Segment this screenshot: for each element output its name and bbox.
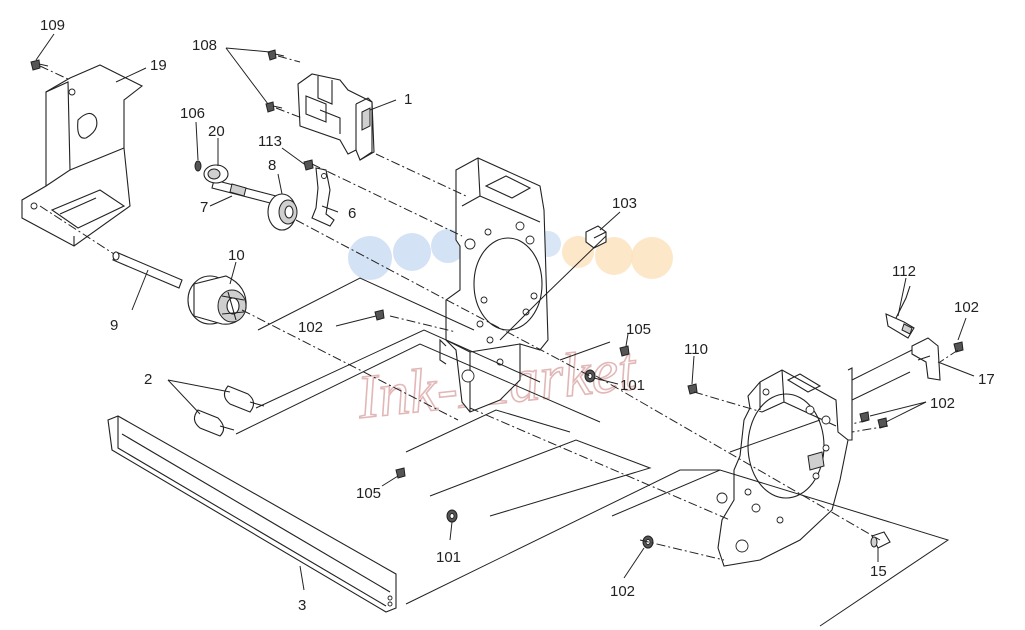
part-103-connector <box>585 225 607 249</box>
pin-15 <box>870 531 891 549</box>
callout-8: 8 <box>268 157 276 174</box>
callout-109: 109 <box>40 17 65 34</box>
screw-108-bottom <box>265 101 283 113</box>
callout-113: 113 <box>258 133 282 150</box>
callout-10: 10 <box>228 247 245 264</box>
screw-102-c <box>859 411 888 429</box>
callout-102-c: 102 <box>930 395 955 412</box>
callout-106: 106 <box>180 105 205 122</box>
callout-105-a: 105 <box>626 321 651 338</box>
nut-101-b <box>446 509 458 523</box>
part-2-rollers <box>193 385 265 437</box>
callout-101-a: 101 <box>620 377 645 394</box>
callout-108: 108 <box>192 37 217 54</box>
callout-101-b: 101 <box>436 549 461 566</box>
part-19-bracket <box>21 64 144 247</box>
part-112-sensor-cable <box>885 285 915 339</box>
screw-109 <box>30 59 49 71</box>
nut-101-a <box>584 369 596 383</box>
screw-102-a <box>374 309 385 321</box>
callout-1: 1 <box>404 91 412 108</box>
screw-105-b <box>395 467 406 479</box>
callout-3: 3 <box>298 597 306 614</box>
leader-lines <box>35 33 975 591</box>
part-6-lever <box>311 167 335 227</box>
screw-102-b <box>953 341 964 353</box>
screw-108-top <box>267 49 285 61</box>
part-3-bar <box>107 415 397 613</box>
callout-15: 15 <box>870 563 887 580</box>
screw-110 <box>687 383 698 395</box>
part-10-roller <box>187 275 247 325</box>
callout-103: 103 <box>612 195 637 212</box>
callout-7: 7 <box>200 199 208 216</box>
part-17-bracket <box>911 337 941 381</box>
screw-113 <box>303 159 314 171</box>
left-side-frame <box>439 157 549 413</box>
callout-20: 20 <box>208 123 225 140</box>
part-8-roller <box>267 193 298 231</box>
callout-110: 110 <box>684 341 708 358</box>
callout-6: 6 <box>348 205 356 222</box>
callout-105-b: 105 <box>356 485 381 502</box>
part-1-sensor-bracket <box>297 73 375 161</box>
callout-102-d: 102 <box>610 583 635 600</box>
callout-9: 9 <box>110 317 118 334</box>
part-20-bushing <box>203 164 229 184</box>
part-106-ring <box>194 160 202 172</box>
callout-112: 112 <box>892 263 916 280</box>
callout-17: 17 <box>978 371 995 388</box>
routing-lines <box>235 235 950 627</box>
right-side-frame <box>716 367 853 567</box>
screw-105-a <box>619 345 630 357</box>
callout-19: 19 <box>150 57 167 74</box>
callout-labels: 109 19 108 1 106 20 113 8 7 6 103 10 9 1… <box>40 17 995 614</box>
callout-102-b: 102 <box>954 299 979 316</box>
assembly-lines <box>39 55 959 561</box>
callout-2: 2 <box>144 371 152 388</box>
callout-102-a: 102 <box>298 319 323 336</box>
